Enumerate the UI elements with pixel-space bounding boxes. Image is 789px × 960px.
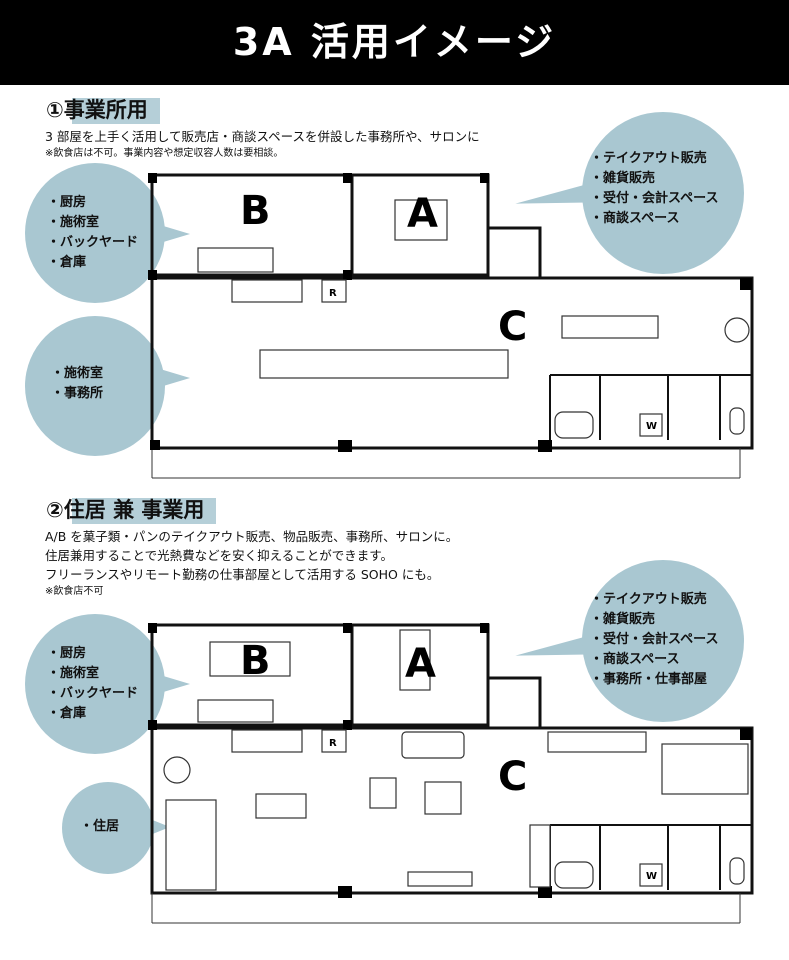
fridge-label: R [329,738,337,749]
long-table [561,315,659,339]
bubble-left-bottom-1: 施術室事務所 [25,316,165,456]
meeting-table [394,199,448,241]
sink-counter [231,729,303,753]
section-desc-1: 3 部屋を上手く活用して販売店・商談スペースを併設した事務所や、サロンに ※飲食… [45,127,480,162]
tv-board [407,871,473,887]
bubble-item: 施術室 [47,664,138,684]
note: ※飲食店不可 [45,586,104,597]
bubble-item: 厨房 [47,644,138,664]
section-desc-2: A/B を菓子類・パンのテイクアウト販売、物品販売、事務所、サロンに。 住居兼用… [45,527,458,600]
bubble-item: 雑貨販売 [590,610,718,630]
bubble-item: 倉庫 [47,704,138,724]
bubble-item: 商談スペース [590,209,718,229]
round-table [724,317,750,343]
bubble-left-top-1: 厨房施術室バックヤード倉庫 [25,163,165,303]
bubble-item: 施術室 [47,213,138,233]
desc-line: 住居兼用することで光熱費などを安く抑えることができます。 [45,548,394,563]
dining-table [255,793,307,819]
bubble-item: 受付・会計スペース [590,630,718,650]
bubble-item: 商談スペース [590,650,718,670]
counter-b [209,641,291,677]
balcony [151,893,741,924]
bubble-item: 倉庫 [47,253,138,273]
kitchen-counter [197,699,274,723]
room-c-label: C [498,304,527,350]
desc-line: 3 部屋を上手く活用して販売店・商談スペースを併設した事務所や、サロンに [45,129,480,144]
bubble-item: 受付・会計スペース [590,189,718,209]
bathtub [554,411,594,439]
section-title-text: ②住居 兼 事業用 [46,498,205,522]
bathtub [554,861,594,889]
toilet [729,857,745,885]
bubble-item: 厨房 [47,193,138,213]
bubble-item: 雑貨販売 [590,169,718,189]
bubble-item: 施術室 [51,364,103,384]
floor-plan-1: B A C R W [148,173,754,479]
bubble-right-2: テイクアウト販売雑貨販売受付・会計スペース商談スペース事務所・仕事部屋 [582,560,744,722]
room-a-label: A [405,641,436,687]
washer-label: W [646,871,657,882]
closet [529,824,551,888]
sink-counter [231,279,303,303]
room-c-label: C [498,754,527,800]
bath-walls [549,374,752,440]
room-b-label: B [240,188,271,234]
bubble-item: テイクアウト販売 [590,590,718,610]
desc-line: フリーランスやリモート勤務の仕事部屋として活用する SOHO にも。 [45,567,440,582]
shelf [547,731,647,753]
coffee-table [424,781,462,815]
bubble-right-1: テイクアウト販売雑貨販売受付・会計スペース商談スペース [582,112,744,274]
balcony [151,448,741,479]
fridge [321,729,347,753]
washer-label: W [646,421,657,432]
section-title-text: ①事業所用 [46,98,148,122]
desc-line: A/B を菓子類・パンのテイクアウト販売、物品販売、事務所、サロンに。 [45,529,459,544]
desk-row [259,349,509,379]
bubble-item: 住居 [80,817,119,837]
fridge [321,279,347,303]
bubble-item: バックヤード [47,233,138,253]
kitchen-counter [197,247,274,273]
toilet [729,407,745,435]
bed-2 [661,743,749,795]
room-b-label: B [240,638,271,684]
fridge-label: R [329,288,337,299]
page-title: 3A 活用イメージ [0,0,789,85]
sofa [401,731,465,759]
bubble-item: バックヤード [47,684,138,704]
bubble-left-bottom-2: 住居 [62,782,154,874]
note: ※飲食店は不可。事業内容や想定収容人数は要相談。 [45,148,284,159]
floor-plan-2: B A C R W [148,623,754,924]
round-table [163,756,191,784]
armchair [369,777,397,809]
room-a-label: A [407,191,438,237]
washer [639,413,663,437]
section-title-1: ①事業所用 [42,94,160,124]
washer [639,863,663,887]
bubble-left-top-2: 厨房施術室バックヤード倉庫 [25,614,165,754]
bed [165,799,217,891]
bubble-item: 事務所 [51,384,103,404]
counter-a [399,629,431,691]
bubble-item: テイクアウト販売 [590,149,718,169]
bubble-item: 事務所・仕事部屋 [590,670,718,690]
section-title-2: ②住居 兼 事業用 [42,494,217,524]
